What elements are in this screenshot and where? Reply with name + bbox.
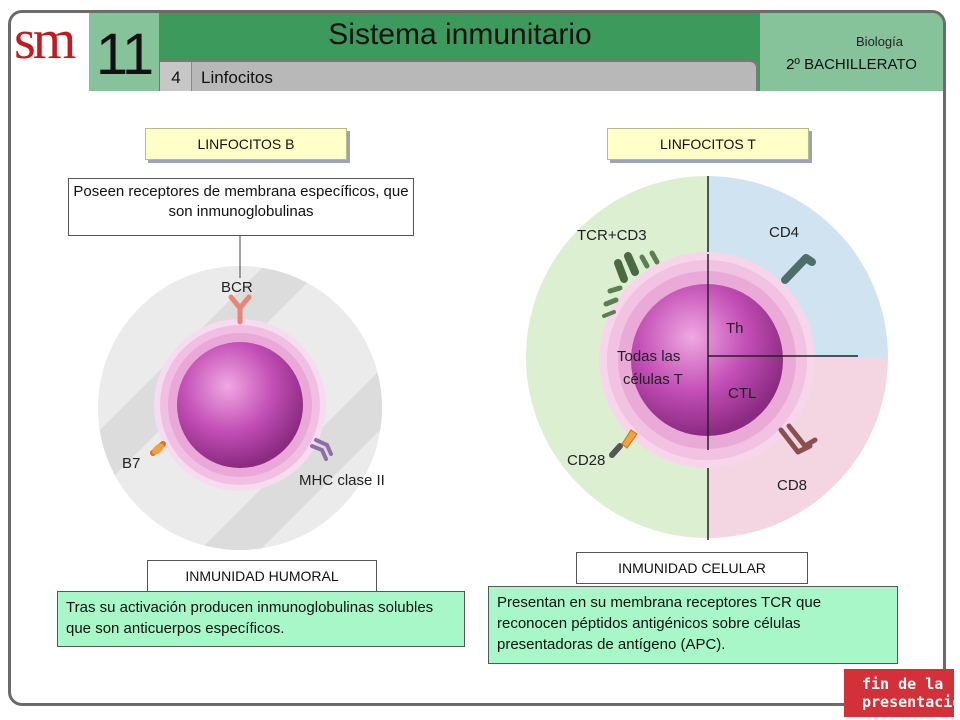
cd4-label: CD4 bbox=[769, 224, 800, 241]
mhc-class-ii-label: MHC clase II bbox=[299, 472, 385, 489]
cellular-immunity-tag: INMUNIDAD CELULAR bbox=[576, 552, 808, 584]
course-label: 2º BACHILLERATO bbox=[786, 56, 917, 73]
t-cell bbox=[599, 252, 815, 468]
humoral-immunity-tag: INMUNIDAD HUMORAL bbox=[147, 560, 377, 592]
ctl-label: CTL bbox=[728, 385, 757, 402]
logo-area bbox=[11, 13, 89, 91]
end-presentation-button[interactable]: fin de la presentación bbox=[844, 669, 960, 717]
b-cells-tag: LINFOCITOS B bbox=[145, 128, 347, 160]
mhc-class-ii-icon bbox=[310, 438, 333, 461]
b-cell-nucleus bbox=[177, 342, 303, 468]
b-cell bbox=[154, 319, 326, 491]
end-presentation-line2: presentación bbox=[862, 693, 960, 711]
section-number: 4 bbox=[171, 68, 181, 87]
subject-label: Biología bbox=[856, 34, 903, 49]
cd8-molecule-icon bbox=[778, 423, 818, 455]
t-cells-tag: LINFOCITOS T bbox=[607, 128, 809, 160]
slide-frame bbox=[8, 10, 946, 706]
section-title: Linfocitos bbox=[201, 68, 273, 87]
cd8-label: CD8 bbox=[777, 477, 808, 494]
tcr-cd3-receptor-icon bbox=[602, 250, 660, 318]
tcr-cd3-label: TCR+CD3 bbox=[577, 227, 647, 244]
section-bar bbox=[160, 60, 758, 91]
section-number-area bbox=[160, 62, 192, 91]
cd28-label: CD28 bbox=[567, 452, 606, 469]
unit-number: 11 bbox=[95, 22, 154, 87]
b7-molecule-icon bbox=[150, 441, 166, 456]
subject-area bbox=[760, 13, 943, 91]
t-cell-nucleus bbox=[631, 284, 783, 436]
humoral-immunity-text: Tras su activación producen inmunoglobul… bbox=[57, 591, 465, 647]
end-presentation-line1: fin de la bbox=[862, 675, 944, 693]
cd4-molecule-icon bbox=[781, 254, 816, 284]
all-t-cells-label-line2: células T bbox=[623, 371, 683, 388]
publisher-logo: sm bbox=[14, 9, 76, 71]
cd28-molecule-icon bbox=[609, 429, 638, 458]
bcr-receptor-icon bbox=[228, 294, 252, 325]
th-label: Th bbox=[726, 320, 744, 337]
cellular-immunity-text: Presentan en su membrana receptores TCR … bbox=[488, 586, 898, 664]
bcr-label: BCR bbox=[221, 279, 253, 296]
page-title: Sistema inmunitario bbox=[328, 18, 592, 51]
b-cells-description: Poseen receptores de membrana específico… bbox=[68, 178, 414, 236]
all-t-cells-label-line1: Todas las bbox=[617, 348, 681, 365]
unit-number-area bbox=[89, 13, 159, 91]
b7-label: B7 bbox=[122, 455, 141, 472]
